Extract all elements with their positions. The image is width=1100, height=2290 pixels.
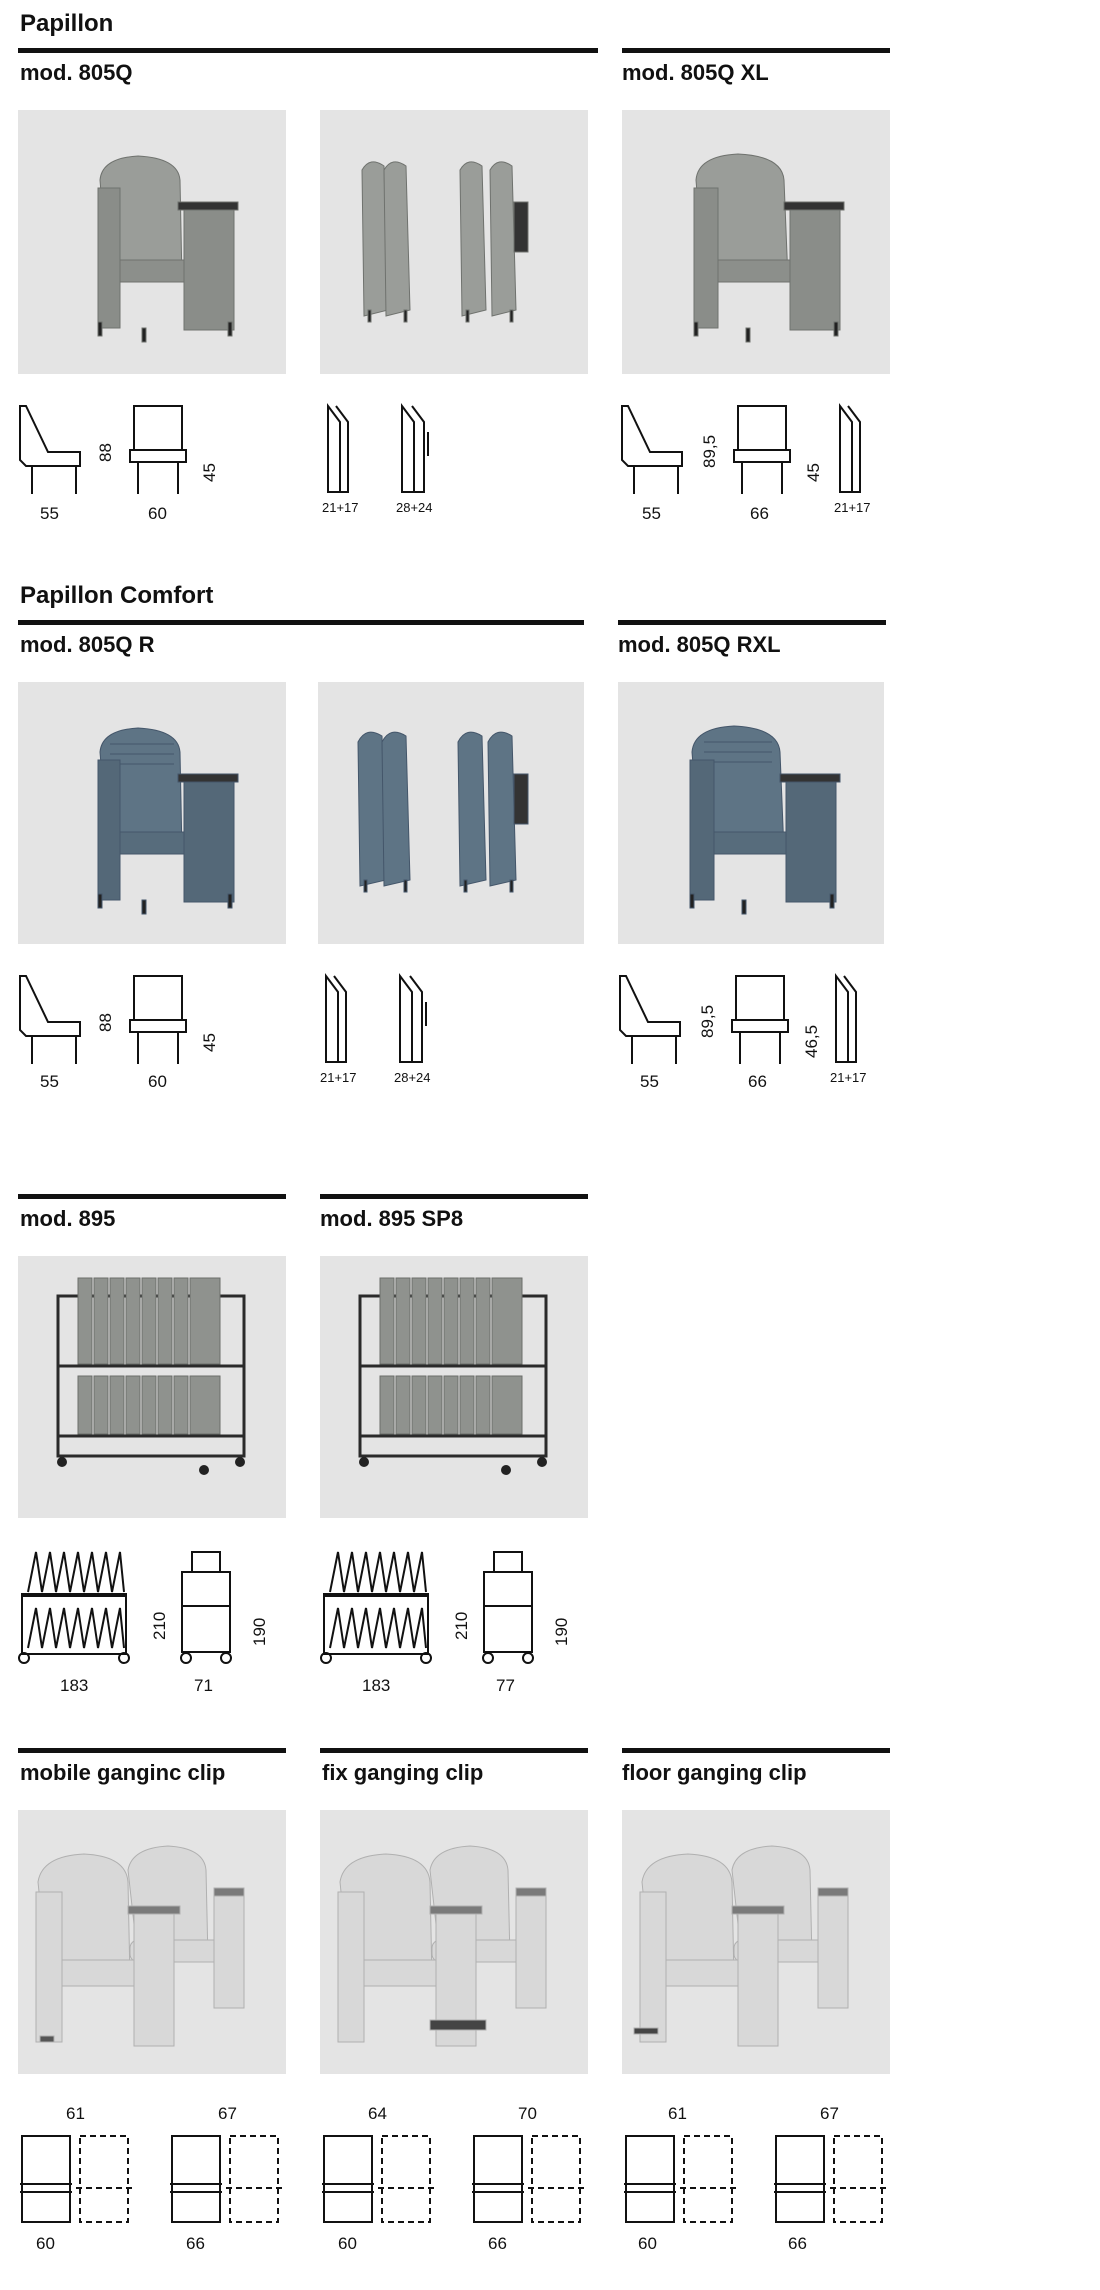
front-view-drawing	[730, 974, 790, 1066]
folded-dimension: 21+17	[322, 500, 359, 515]
divider	[618, 620, 886, 625]
folded-dimension: 21+17	[830, 1070, 867, 1085]
width-dimension: 60	[338, 2234, 357, 2253]
folded-dimension: 21+17	[834, 500, 871, 515]
chair-xl-photo	[622, 110, 890, 374]
mobile-clip-photo	[18, 1810, 286, 2074]
width-dimension: 60	[148, 504, 167, 523]
depth-dimension: 77	[496, 1676, 515, 1695]
side-view-drawing	[620, 404, 690, 496]
width-dimension: 66	[488, 2234, 507, 2253]
folded-chairs-photo	[320, 110, 588, 374]
model-label: mobile ganginc clip	[20, 1760, 226, 1785]
height-dimension: 210	[150, 1611, 169, 1640]
depth-dimension: 71	[194, 1676, 213, 1695]
divider	[18, 620, 584, 625]
clip-plan-drawing	[622, 2134, 890, 2224]
height-dimension: 88	[96, 1013, 115, 1032]
folded-dimension: 28+24	[396, 500, 433, 515]
folded-drawing	[834, 973, 874, 1066]
model-label: mod. 895 SP8	[320, 1206, 464, 1231]
width-dimension: 61	[66, 2104, 85, 2123]
length-dimension: 183	[60, 1676, 89, 1695]
width-dimension: 60	[148, 1072, 167, 1091]
chair-photo	[18, 682, 286, 944]
trolley-sp8-photo	[320, 1256, 588, 1518]
divider	[18, 1194, 286, 1199]
folded-drawing	[326, 403, 446, 496]
clip-plan-drawing	[320, 2134, 588, 2224]
divider	[622, 1748, 890, 1753]
folded-chairs-photo	[318, 682, 584, 944]
width-dimension: 60	[36, 2234, 55, 2253]
side-view-drawing	[18, 404, 88, 496]
depth-dimension: 55	[642, 504, 661, 523]
chair-photo	[18, 110, 286, 374]
width-dimension: 66	[186, 2234, 205, 2253]
height-dimension: 88	[96, 443, 115, 462]
seat-height-dimension: 46,5	[802, 1024, 821, 1058]
divider	[320, 1748, 588, 1753]
section-title-comfort: Papillon Comfort	[20, 582, 214, 609]
width-dimension: 66	[788, 2234, 807, 2253]
seat-height-dimension: 45	[804, 463, 823, 482]
depth-dimension: 55	[40, 504, 59, 523]
model-label: mod. 805Q RXL	[618, 632, 781, 657]
trolley-front-drawing	[178, 1548, 234, 1664]
model-label: floor ganging clip	[622, 1760, 807, 1785]
clip-plan-drawing	[18, 2134, 286, 2224]
fix-clip-photo	[320, 1810, 588, 2074]
depth-dimension: 55	[640, 1072, 659, 1091]
seat-height-dimension: 45	[200, 1033, 219, 1052]
length-dimension: 183	[362, 1676, 391, 1695]
floor-clip-photo	[622, 1810, 890, 2074]
folded-drawing	[324, 973, 444, 1066]
section-title-papillon: Papillon	[20, 10, 114, 37]
divider	[18, 48, 598, 53]
front-view-drawing	[128, 404, 188, 496]
height-dimension: 89,5	[698, 1004, 717, 1038]
front-view-drawing	[732, 404, 792, 496]
folded-dimension: 21+17	[320, 1070, 357, 1085]
width-dimension: 66	[748, 1072, 767, 1091]
side-view-drawing	[618, 974, 688, 1066]
model-label: mod. 805Q R	[20, 632, 155, 657]
trolley-side-drawing	[18, 1548, 130, 1664]
trolley-front-drawing	[480, 1548, 536, 1664]
width-dimension: 60	[638, 2234, 657, 2253]
height-dimension: 190	[552, 1617, 571, 1646]
width-dimension: 70	[518, 2104, 537, 2123]
model-label: mod. 895	[20, 1206, 116, 1231]
side-view-drawing	[18, 974, 88, 1066]
divider	[622, 48, 890, 53]
depth-dimension: 55	[40, 1072, 59, 1091]
model-label: fix ganging clip	[322, 1760, 484, 1785]
divider	[320, 1194, 588, 1199]
width-dimension: 67	[218, 2104, 237, 2123]
height-dimension: 210	[452, 1611, 471, 1640]
model-label: mod. 805Q	[20, 60, 133, 85]
height-dimension: 190	[250, 1617, 269, 1646]
width-dimension: 67	[820, 2104, 839, 2123]
seat-height-dimension: 45	[200, 463, 219, 482]
width-dimension: 61	[668, 2104, 687, 2123]
width-dimension: 66	[750, 504, 769, 523]
height-dimension: 89,5	[700, 434, 719, 468]
folded-drawing	[838, 403, 878, 496]
divider	[18, 1748, 286, 1753]
trolley-photo	[18, 1256, 286, 1518]
folded-dimension: 28+24	[394, 1070, 431, 1085]
front-view-drawing	[128, 974, 188, 1066]
trolley-side-drawing	[320, 1548, 432, 1664]
model-label: mod. 805Q XL	[622, 60, 769, 85]
chair-rxl-photo	[618, 682, 884, 944]
width-dimension: 64	[368, 2104, 387, 2123]
